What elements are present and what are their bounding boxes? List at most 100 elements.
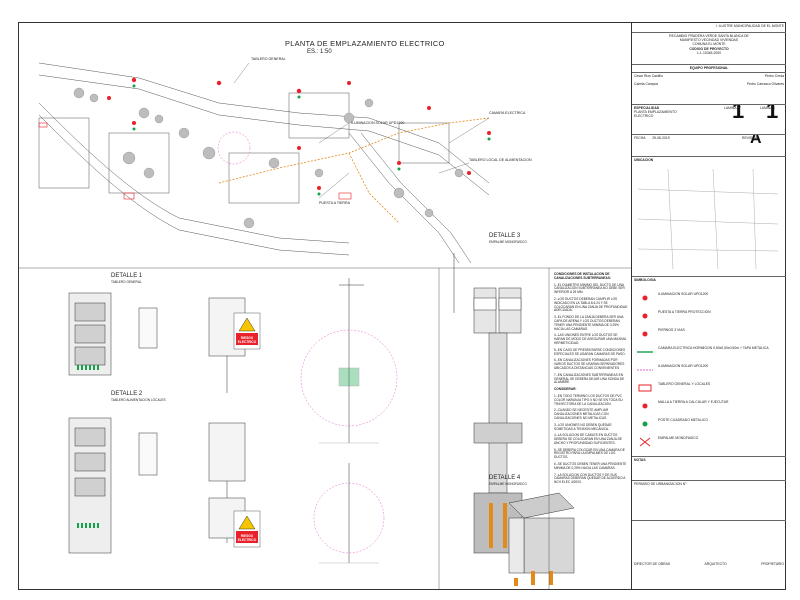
detalle2-title: DETALLE 2	[111, 391, 143, 397]
comuna-text: COMUNA EL MONTE	[692, 42, 726, 47]
project-line-2: MANIFIESTO VECINDAD VIVIENDAS	[679, 38, 739, 43]
professional-2: Pedro Cerda	[764, 74, 784, 78]
project-cell: RECAMBIO PRADERA VERDE SANTA BLANCA DE M…	[632, 33, 786, 65]
note-item: 5.-EN CASO DE PRESENTARSE CONDICIONES ES…	[554, 347, 626, 356]
firma-director: DIRECTOR DE OBRAS	[634, 562, 671, 566]
laminas-total-label: LAMINAS	[760, 106, 775, 110]
profesionales-cell: Cesar Rios Castillo Pedro Cerda Camila C…	[632, 73, 786, 105]
permiso-cell: PERMISO DE URBANIZACION N°	[632, 481, 786, 521]
notes-heading: CONDICIONES DE INSTALACION DE CANALIZACI…	[554, 272, 612, 280]
note-item: 3.-EL FONDO DE LA ZANJA DEBERA SER UNA C…	[554, 315, 624, 331]
equipo-label: EQUIPO PROFESIONAL	[689, 66, 729, 70]
detalle4-subtitle: EMPALME MONOFASICO	[489, 482, 527, 486]
plan-scale: ES.: 1:50	[307, 49, 332, 55]
note-item: 7.-EN CANALIZACIONES SUBTERRANEAS EN GEN…	[554, 372, 625, 385]
legend-item: TABLERO GENERAL Y LOCALES	[632, 381, 782, 395]
project-line-1: RECAMBIO PRADERA VERDE SANTA BLANCA DE	[669, 34, 749, 38]
notas-label: NOTAS	[634, 458, 646, 462]
consider-item: 4.-LA SOLUCION DE CABLES EN DUCTOS DEBER…	[554, 433, 623, 445]
consider-item: 3.-LOS UNIONES NO DEBEN QUEDAR SOMETIDAS…	[554, 422, 612, 431]
legend-label: ILUMINACION SOLAR UPD1200	[658, 364, 709, 368]
callout-puesta-tierra: PUESTA A TIERRA	[319, 201, 351, 205]
legend-label: POSTE CUADRADO METALICO	[658, 418, 708, 422]
consider-heading: CONSIDERAR:	[554, 387, 577, 392]
consider-item: 5.-SE DEBERA COLOCAR EN UNA CAMARA DE RE…	[554, 447, 625, 460]
legend-item: EMPALME MONOFASICO	[632, 435, 782, 449]
notas-cell: NOTAS	[632, 457, 786, 481]
legend-item: POSTE CUADRADO METALICO	[632, 417, 782, 431]
danger-sign-1-text: RIESGO ELECTRICO	[237, 336, 257, 344]
red-rect-icon	[638, 384, 652, 392]
legend-item: ILUMINACION SOLAR UPD1200	[632, 291, 782, 305]
note-item: 4.-LAS UNIONES ENTRE LOS DUCTOS SE HARAN…	[554, 333, 626, 345]
firma-arquitecto: ARQUITECTO	[704, 562, 727, 566]
professional-4: Pedro Carrasco Olivares	[746, 82, 784, 87]
note-item: 1.-EL DIAMETRO MINIMO DEL DUCTO DE UNA C…	[554, 282, 625, 295]
red-dot-icon	[642, 331, 648, 337]
especialidad-cell: ESPECIALIDAD PLANTA EMPLAZAMIENTO ELECTR…	[632, 105, 786, 135]
especialidad-value: PLANTA EMPLAZAMIENTO ELECTRICO	[634, 110, 677, 119]
owner-cell: I. ILUSTRE MUNICIPALIDAD DE EL MONTE	[632, 23, 786, 33]
permiso-label: PERMISO DE URBANIZACION N°	[634, 482, 687, 486]
laminas-total-number: 1	[766, 105, 779, 123]
red-dot-icon	[642, 403, 648, 409]
consider-item: 2.-CUANDO SE NECESITE AMPLIAR CANALIZACI…	[554, 408, 609, 420]
location-map	[638, 169, 778, 269]
equipo-cell: EQUIPO PROFESIONAL	[632, 65, 786, 73]
legend-label: TABLERO GENERAL Y LOCALES	[658, 382, 711, 386]
legend-item: CAMARA ELECTRICA HORMIGON 0,50x0,50x0,50…	[632, 345, 782, 359]
site-plan-svg	[19, 62, 631, 589]
legend-item: MALLA A TIERRA A CALCULAR Y EJECUTAR	[632, 399, 782, 413]
green-line-icon	[637, 351, 653, 353]
professional-3: Camila Campos	[634, 82, 659, 87]
callout-tablero-general: TABLERO GENERAL	[251, 57, 286, 61]
callout-iluminacion: ILUMINACION SOLAR UPD1200	[351, 121, 405, 125]
drawing-area: PLANTA DE EMPLAZAMIENTO ELECTRICO ES.: 1…	[19, 23, 631, 589]
consider-item: 7.-LA SOLUCION CON DUCTOS Y DE SUS CAMAR…	[554, 472, 626, 485]
detalle3-subtitle: EMPALME MONOFASICO	[489, 240, 527, 244]
legend-label: ILUMINACION SOLAR UPD1200	[658, 292, 709, 296]
owner-text: I. ILUSTRE MUNICIPALIDAD DE EL MONTE	[715, 24, 784, 28]
note-item: 6.-EN CANALIZACIONES FORMADAS POR VARIOS…	[554, 358, 625, 370]
ubicacion-label: UBICACION	[634, 158, 654, 162]
note-item: 2.-LOS DUCTOS DEBERAN CUMPLIR LOS INDICA…	[554, 296, 628, 313]
detalle1-subtitle: TABLERO GENERAL	[111, 280, 142, 284]
lamina-label: LAMINA N°	[724, 106, 742, 110]
legend-label: MALLA A TIERRA A CALCULAR Y EJECUTAR	[658, 400, 729, 404]
red-dot-icon	[642, 313, 648, 319]
title-block: I. ILUSTRE MUNICIPALIDAD DE EL MONTE REC…	[631, 23, 786, 589]
callout-tablero-local: TABLERO LOCAL DE ALIMENTACION	[469, 158, 532, 162]
pink-line-icon	[637, 369, 653, 371]
revision-cell: FECHA 25-08-2019 REVISION A	[632, 135, 786, 157]
green-dot-icon	[642, 421, 648, 427]
firmas-cell: DIRECTOR DE OBRAS ARQUITECTO PROPIETARIO	[632, 521, 786, 589]
legend-label: PIERNOS 3 VIAS	[658, 328, 685, 332]
codigo-label: CODIGO DE PROYECTO	[689, 46, 729, 51]
legend-label: CAMARA ELECTRICA HORMIGON 0,50x0,50x0,50…	[658, 346, 769, 350]
notes-block: CONDICIONES DE INSTALACION DE CANALIZACI…	[554, 272, 628, 488]
simbologia-label: SIMBOLOGIA	[634, 278, 656, 282]
fecha-value: 25-08-2019	[652, 136, 670, 140]
firma-propietario: PROPIETARIO	[761, 562, 784, 566]
legend-item: ILUMINACION SOLAR UPD1200	[632, 363, 782, 377]
detalle3-title: DETALLE 3	[489, 233, 521, 239]
revision-letter: A	[750, 135, 762, 147]
consider-item: 6.-SE DUCTOS DEBEN TENER UNA PENDIENTE M…	[554, 462, 627, 470]
legend-item: PUESTA A TIERRA PROTECCION	[632, 309, 782, 323]
ubicacion-cell: UBICACION	[632, 157, 786, 277]
revision-label: REVISION	[742, 136, 759, 140]
detalle2-subtitle: TABLERO ALIMENTACION LOCALES	[111, 398, 166, 402]
legend-label: PUESTA A TIERRA PROTECCION	[658, 310, 711, 314]
legend-label: EMPALME MONOFASICO	[658, 436, 699, 440]
fecha-label: FECHA	[634, 136, 646, 140]
danger-sign-2-text: RIESGO ELECTRICO	[237, 534, 257, 542]
red-x-icon	[639, 437, 651, 447]
callout-camara: CAMARA ELECTRICA	[489, 111, 526, 115]
red-dot-icon	[642, 295, 648, 301]
professional-1: Cesar Rios Castillo	[634, 74, 663, 78]
consider-item: 1.-EN TODO TERMINO LOS DUCTOS DE PVC COL…	[554, 393, 623, 406]
codigo-value: 1-1-10345-2000	[696, 50, 722, 55]
drawing-sheet: PLANTA DE EMPLAZAMIENTO ELECTRICO ES.: 1…	[18, 22, 786, 590]
detalle1-title: DETALLE 1	[111, 273, 143, 279]
